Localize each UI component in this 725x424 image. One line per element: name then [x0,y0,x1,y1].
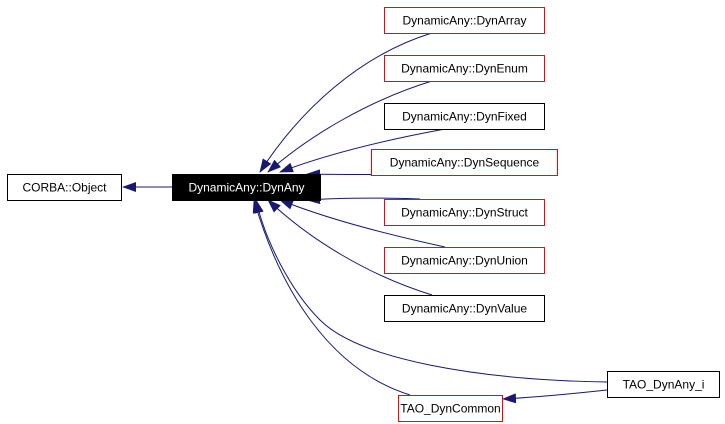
node-dynsequence[interactable]: DynamicAny::DynSequence [371,149,558,176]
node-box [398,395,503,422]
node-tao-dynany-i[interactable]: TAO_DynAny_i [607,371,720,398]
node-dynenum[interactable]: DynamicAny::DynEnum [384,55,545,82]
edge-dynunion-to-dynany [279,199,446,248]
edge-tao_dynany_i-to-tao_dyncommon [502,389,608,404]
edge-dynvalue-to-dynany [267,199,433,296]
edge-dynenum-to-dynany [267,80,433,173]
node-label: DynamicAny::DynEnum [401,62,528,76]
node-box [7,174,122,201]
node-dynvalue[interactable]: DynamicAny::DynValue [384,295,545,322]
node-label: TAO_DynAny_i [623,378,705,392]
node-box [384,295,545,322]
node-label: DynamicAny::DynStruct [401,206,528,220]
node-label: DynamicAny::DynAny [188,181,304,195]
node-label: DynamicAny::DynValue [402,302,527,316]
node-box [384,7,545,34]
edge-tao_dynany_i-to-dynany [253,199,608,383]
node-box [384,55,545,82]
edges-layer [122,32,608,404]
node-label: DynamicAny::DynSequence [390,156,540,170]
node-dynarray[interactable]: DynamicAny::DynArray [384,7,545,34]
node-dynstruct[interactable]: DynamicAny::DynStruct [384,199,545,226]
node-corba-object[interactable]: CORBA::Object [7,174,122,201]
node-label: DynamicAny::DynUnion [401,254,528,268]
node-dynfixed[interactable]: DynamicAny::DynFixed [384,103,545,130]
node-box [172,174,321,201]
edge-tao_dyncommon-to-dynany [252,199,411,396]
node-box [607,371,720,398]
node-box [384,199,545,226]
node-tao-dyncommon[interactable]: TAO_DynCommon [398,395,503,422]
edge-dynfixed-to-dynany [279,128,446,173]
node-label: CORBA::Object [22,181,107,195]
node-dynunion[interactable]: DynamicAny::DynUnion [384,247,545,274]
node-box [371,149,558,176]
node-label: DynamicAny::DynFixed [402,110,527,124]
node-box [384,247,545,274]
node-label: TAO_DynCommon [400,402,500,416]
node-box [384,103,545,130]
edge-dynarray-to-dynany [259,32,433,173]
node-dynany[interactable]: DynamicAny::DynAny [172,174,321,201]
node-label: DynamicAny::DynArray [402,14,526,28]
